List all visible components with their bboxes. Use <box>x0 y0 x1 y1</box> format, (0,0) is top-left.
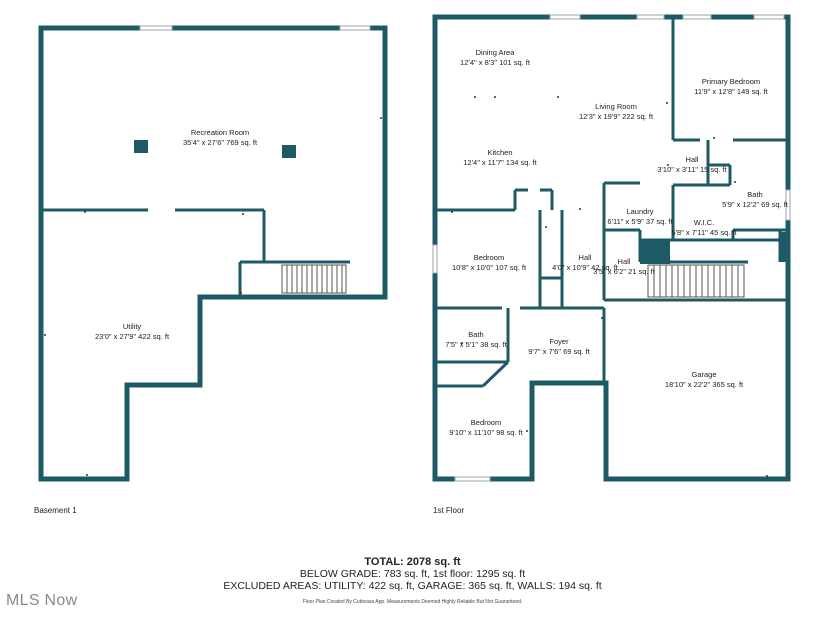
room-label-utility: Utility 23'0" x 27'9" 422 sq. ft <box>95 322 169 342</box>
support-column <box>134 140 148 153</box>
outlet-markers <box>44 96 768 477</box>
total-area: TOTAL: 2078 sq. ft <box>364 556 461 568</box>
room-dimensions: 18'10" x 22'2" 365 sq. ft <box>664 380 744 389</box>
room-label-kitchen: Kitchen 12'4" x 11'7" 134 sq. ft <box>463 148 537 168</box>
room-dimensions: 12'4" x 11'7" 134 sq. ft <box>463 158 537 167</box>
room-dimensions: 12'4" x 8'3" 101 sq. ft <box>460 58 530 67</box>
water-heater <box>640 240 670 264</box>
room-dimensions: 23'0" x 27'9" 422 sq. ft <box>94 332 170 341</box>
room-dimensions: 5'8" x 7'11" 45 sq. ft <box>671 228 737 237</box>
window <box>549 14 581 20</box>
room-dimensions: 7'5" x 5'1" 38 sq. ft <box>445 340 507 349</box>
room-dimensions: 9'10" x 11'10" 98 sq. ft <box>449 428 523 437</box>
room-label-recreation-room: Recreation Room 35'4" x 27'6" 769 sq. ft <box>183 128 257 148</box>
room-name: Bedroom <box>470 418 502 427</box>
floor-label-first-floor: 1st Floor <box>433 506 465 515</box>
room-dimensions: 6'11" x 5'9" 37 sq. ft <box>607 217 673 226</box>
room-name: Bath <box>747 190 763 199</box>
room-dimensions: 5'9" x 12'2" 69 sq. ft <box>722 200 788 209</box>
room-label-bedroom: Bedroom 9'10" x 11'10" 98 sq. ft <box>449 418 523 438</box>
room-name: Recreation Room <box>190 128 250 137</box>
below-grade-area: BELOW GRADE: 783 sq. ft, 1st floor: 1295… <box>299 568 526 580</box>
room-label-bath: Bath 5'9" x 12'2" 69 sq. ft <box>722 190 788 210</box>
credit-note: Floor Plan Created By Cubicasa App. Meas… <box>302 599 523 605</box>
brand-watermark: MLS Now <box>6 592 78 609</box>
floor-label-basement: Basement 1 <box>34 506 77 515</box>
room-label-wic: W.I.C. 5'8" x 7'11" 45 sq. ft <box>671 218 736 238</box>
room-label-living-room: Living Room 12'3" x 19'9" 222 sq. ft <box>579 102 653 122</box>
window <box>636 14 665 20</box>
garage-stairs <box>647 264 745 298</box>
room-label-laundry: Laundry 6'11" x 5'9" 37 sq. ft <box>607 207 672 227</box>
room-dimensions: 10'8" x 10'0" 107 sq. ft <box>451 263 527 272</box>
room-name: Living Room <box>595 102 637 111</box>
room-label-bath: Bath 7'5" x 5'1" 38 sq. ft <box>445 330 507 350</box>
support-column <box>282 145 296 158</box>
room-dimensions: 9'7" x 7'6" 69 sq. ft <box>528 347 590 356</box>
room-dimensions: 4'0" x 10'9" 42 sq. ft <box>552 263 618 272</box>
room-name: Dining Area <box>475 48 515 57</box>
room-dimensions: 35'4" x 27'6" 769 sq. ft <box>182 138 258 147</box>
interior-wall <box>481 360 510 388</box>
basement-outer-wall <box>38 25 388 482</box>
room-name: W.I.C. <box>693 218 715 227</box>
window <box>454 476 491 482</box>
room-dimensions: 3'10" x 3'11" 15 sq. ft <box>657 165 727 174</box>
room-name: Hall <box>578 253 592 262</box>
room-name: Hall <box>617 257 631 266</box>
room-name: Foyer <box>549 337 569 346</box>
room-label-garage: Garage 18'10" x 22'2" 365 sq. ft <box>665 370 743 390</box>
window <box>785 189 791 221</box>
room-label-dining-area: Dining Area 12'4" x 8'3" 101 sq. ft <box>460 48 530 68</box>
room-name: Hall <box>685 155 699 164</box>
room-dimensions: 12'3" x 19'9" 222 sq. ft <box>578 112 654 121</box>
room-label-hall: Hall 4'0" x 10'9" 42 sq. ft <box>552 253 618 273</box>
first-floor-plan <box>432 14 791 482</box>
basement-window <box>139 25 173 31</box>
room-name: Utility <box>122 322 142 331</box>
room-dimensions: 3'5" x 6'2" 21 sq. ft <box>593 267 655 276</box>
basement-floor-plan <box>38 25 388 482</box>
room-name: Kitchen <box>487 148 513 157</box>
wall-chase <box>780 232 788 262</box>
room-name: Laundry <box>626 207 654 216</box>
room-label-primary-bedroom: Primary Bedroom 11'9" x 12'8" 149 sq. ft <box>694 77 768 97</box>
room-label-foyer: Foyer 9'7" x 7'6" 69 sq. ft <box>528 337 590 357</box>
room-label-bedroom: Bedroom 10'8" x 10'0" 107 sq. ft <box>452 253 526 273</box>
excluded-areas: EXCLUDED AREAS: UTILITY: 422 sq. ft, GAR… <box>223 580 602 592</box>
room-label-hall: Hall 3'5" x 6'2" 21 sq. ft <box>593 257 655 277</box>
room-dimensions: 11'9" x 12'8" 149 sq. ft <box>694 87 768 96</box>
room-name: Garage <box>691 370 717 379</box>
room-name: Bedroom <box>473 253 505 262</box>
basement-window <box>339 25 371 31</box>
basement-stairs <box>281 264 347 294</box>
room-name: Primary Bedroom <box>701 77 761 86</box>
window <box>682 14 712 20</box>
room-label-hall: Hall 3'10" x 3'11" 15 sq. ft <box>657 155 726 175</box>
window <box>753 14 785 20</box>
room-name: Bath <box>468 330 484 339</box>
window <box>432 244 438 274</box>
